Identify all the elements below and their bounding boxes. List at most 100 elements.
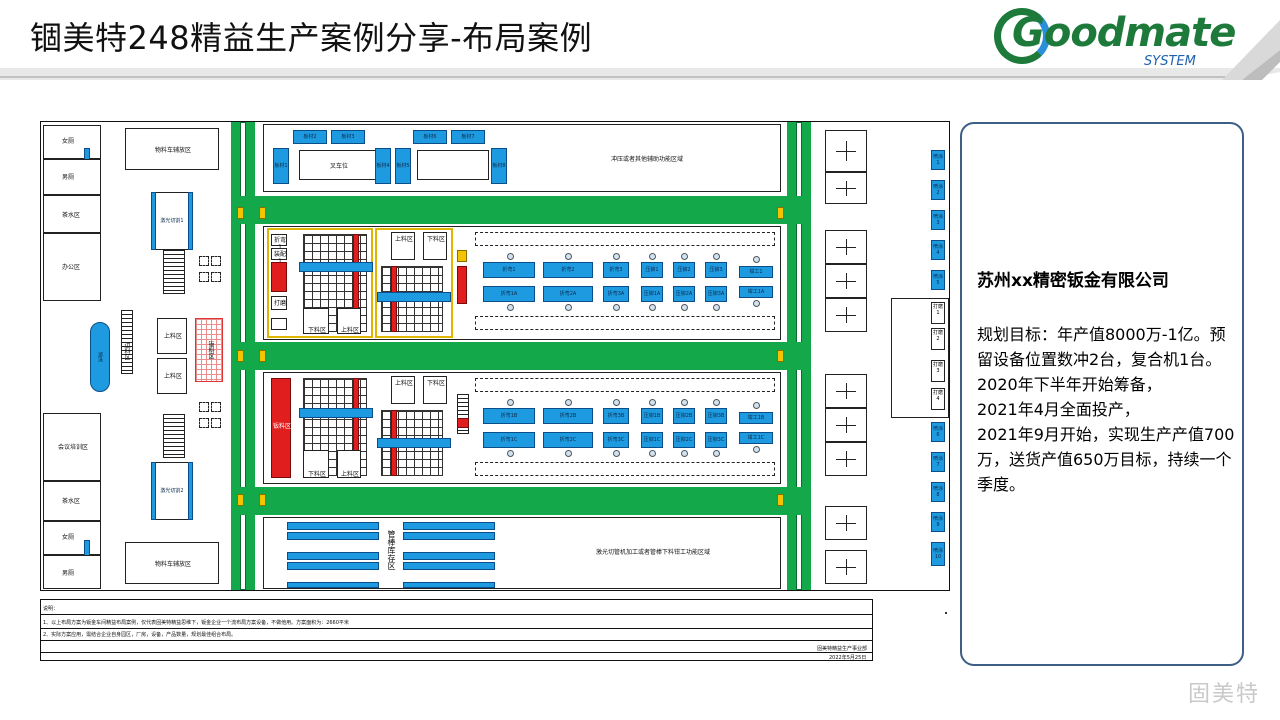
aisle-h-3: [231, 487, 811, 515]
operator-icon: [681, 399, 688, 406]
lower-upload-zone-2: 上料区: [391, 376, 415, 404]
spray-booth: 喷涂4: [931, 240, 945, 260]
floor-plan: 女厕 男厕 茶水区 办公区 游泳 会议培训区 茶水区 女厕 男厕 边料区 物料车…: [40, 121, 950, 591]
lower-machine: 钳工1C: [739, 432, 773, 444]
plan-description: 规划目标：年产值8000万-1亿。预留设备位置数冲2台，复合机1台。 2020年…: [977, 322, 1239, 497]
laser-cutter-1: 激光切割1: [151, 192, 193, 250]
upper-cell-highlight-2: [375, 228, 453, 338]
material-cart-area-bottom: 物料车辅放区: [125, 542, 219, 584]
sheet-rack-7: 板材7: [451, 130, 485, 144]
operator-icon: [613, 399, 620, 406]
grind-booth: 打磨1: [931, 302, 945, 324]
reserved-bay: [825, 298, 867, 332]
sheet-zone-red: 钣料区: [195, 318, 223, 382]
sheet-rack-1: 板材1: [273, 148, 289, 184]
operator-icon: [713, 399, 720, 406]
upper-yellow-rack: [457, 250, 467, 262]
spray-booth: 喷涂1: [931, 150, 945, 170]
upper-cell-highlight-1: [267, 228, 373, 338]
lower-stacker: [457, 394, 469, 434]
operator-icon: [649, 399, 656, 406]
notes-heading: 说明：: [43, 606, 59, 612]
spray-booth: 喷涂10: [931, 542, 945, 566]
laser-table-2: [163, 414, 185, 458]
reserved-slot: [211, 272, 221, 282]
upper-conveyor-2: [377, 292, 451, 302]
upper-upload-zone-1: 上料区: [337, 308, 361, 334]
company-name: 苏州xx精密钣金有限公司: [977, 271, 1169, 291]
upper-machine: 钳工1A: [739, 286, 773, 298]
aisle-marker: [237, 207, 244, 219]
lower-machine: 压铆2C: [673, 432, 695, 448]
plan-line: 2020年下半年开始筹备，: [977, 375, 1162, 394]
operator-icon: [649, 304, 656, 311]
logo-text: Goodmate: [1012, 10, 1236, 56]
reserved-slot: [211, 402, 221, 412]
upper-machine: 折弯1A: [483, 286, 535, 302]
lower-machine: 折弯3B: [603, 408, 629, 424]
upper-machine: 压铆2A: [673, 286, 695, 302]
operator-icon: [713, 450, 720, 457]
upload-zone-1: 上料区: [157, 318, 187, 354]
upper-machine: 压铆1: [641, 262, 663, 278]
room-tea-area: 茶水区: [43, 195, 101, 233]
lower-conveyor-2: [377, 438, 451, 448]
spray-booth: 喷涂5: [931, 270, 945, 290]
operator-icon: [613, 450, 620, 457]
aisle-marker: [777, 207, 784, 219]
pipe-rack: [287, 522, 379, 530]
aisle-marker: [777, 494, 784, 506]
room-women-toilet: 女厕: [43, 125, 101, 170]
grind-booth: 打磨3: [931, 360, 945, 382]
grind-booth: 打磨4: [931, 388, 945, 410]
upper-machine: 压铆2: [673, 262, 695, 278]
aisle-marker: [237, 494, 244, 506]
reserved-bay: [825, 506, 867, 540]
plan-line: 2021年9月开始，实现生产产值700万，送货产值650万目标，持续一个季度。: [977, 425, 1235, 494]
reserved-row-lower-top: [475, 378, 775, 392]
operator-icon: [507, 399, 514, 406]
operator-icon: [753, 300, 760, 307]
spray-booth: 喷涂2: [931, 180, 945, 200]
pipe-rack: [287, 552, 379, 560]
reserved-slot: [199, 402, 209, 412]
reserved-bay: [825, 408, 867, 442]
logo-subtext: SYSTEM: [1144, 54, 1196, 69]
notes-line-2: 2、实际方案应用，需结合企业自身园区，厂房，设备，产品数量，规划最佳组合布局。: [43, 632, 237, 638]
stray-dot: [945, 612, 947, 614]
reserved-slot: [211, 418, 221, 428]
operator-icon: [507, 253, 514, 260]
spray-booth: 喷涂9: [931, 512, 945, 532]
upper-conveyor-1: [299, 262, 373, 272]
lower-machine: 折弯2C: [543, 432, 593, 448]
operator-icon: [681, 304, 688, 311]
lower-machine: 折弯1C: [483, 432, 535, 448]
reserved-bay: [825, 374, 867, 408]
operator-icon: [613, 253, 620, 260]
watermark-text: 固美特: [1188, 682, 1261, 707]
upper-machine: 压铆1A: [641, 286, 663, 302]
notes-date: 2022年5月25日: [829, 655, 867, 661]
notes-sign: 固美特精益生产事业部: [817, 646, 868, 652]
operator-icon: [565, 253, 572, 260]
sheet-rack-6: 板材6: [413, 130, 447, 144]
upper-machine: 钳工1: [739, 266, 773, 278]
page-title: 锢美特248精益生产案例分享-布局案例: [30, 19, 593, 57]
operator-icon: [507, 450, 514, 457]
room-women-toilet-2: 女厕: [43, 521, 101, 562]
upper-machine: 折弯2: [543, 262, 593, 278]
lower-conveyor-1: [299, 408, 373, 418]
reserved-bay: [825, 550, 867, 584]
sheet-rack-3: 板材3: [331, 130, 365, 144]
header-divider: [0, 68, 1280, 80]
spray-booth: 喷涂3: [931, 210, 945, 230]
room-men-toilet-2: 男厕: [43, 555, 101, 589]
lower-machine: 压铆1B: [641, 408, 663, 424]
operator-icon: [507, 304, 514, 311]
lower-red-rack: [457, 418, 469, 428]
notes-table: 说明： 1、以上布局方案为钣金车间精益布局案例，仅代表固美特精益思维下，钣金企业…: [40, 599, 873, 661]
lower-sheet-rack: 钣料区: [271, 378, 291, 478]
operator-icon: [681, 253, 688, 260]
plan-line: 2021年4月全面投产，: [977, 400, 1140, 419]
upper-small-2: 装配1: [271, 248, 287, 265]
